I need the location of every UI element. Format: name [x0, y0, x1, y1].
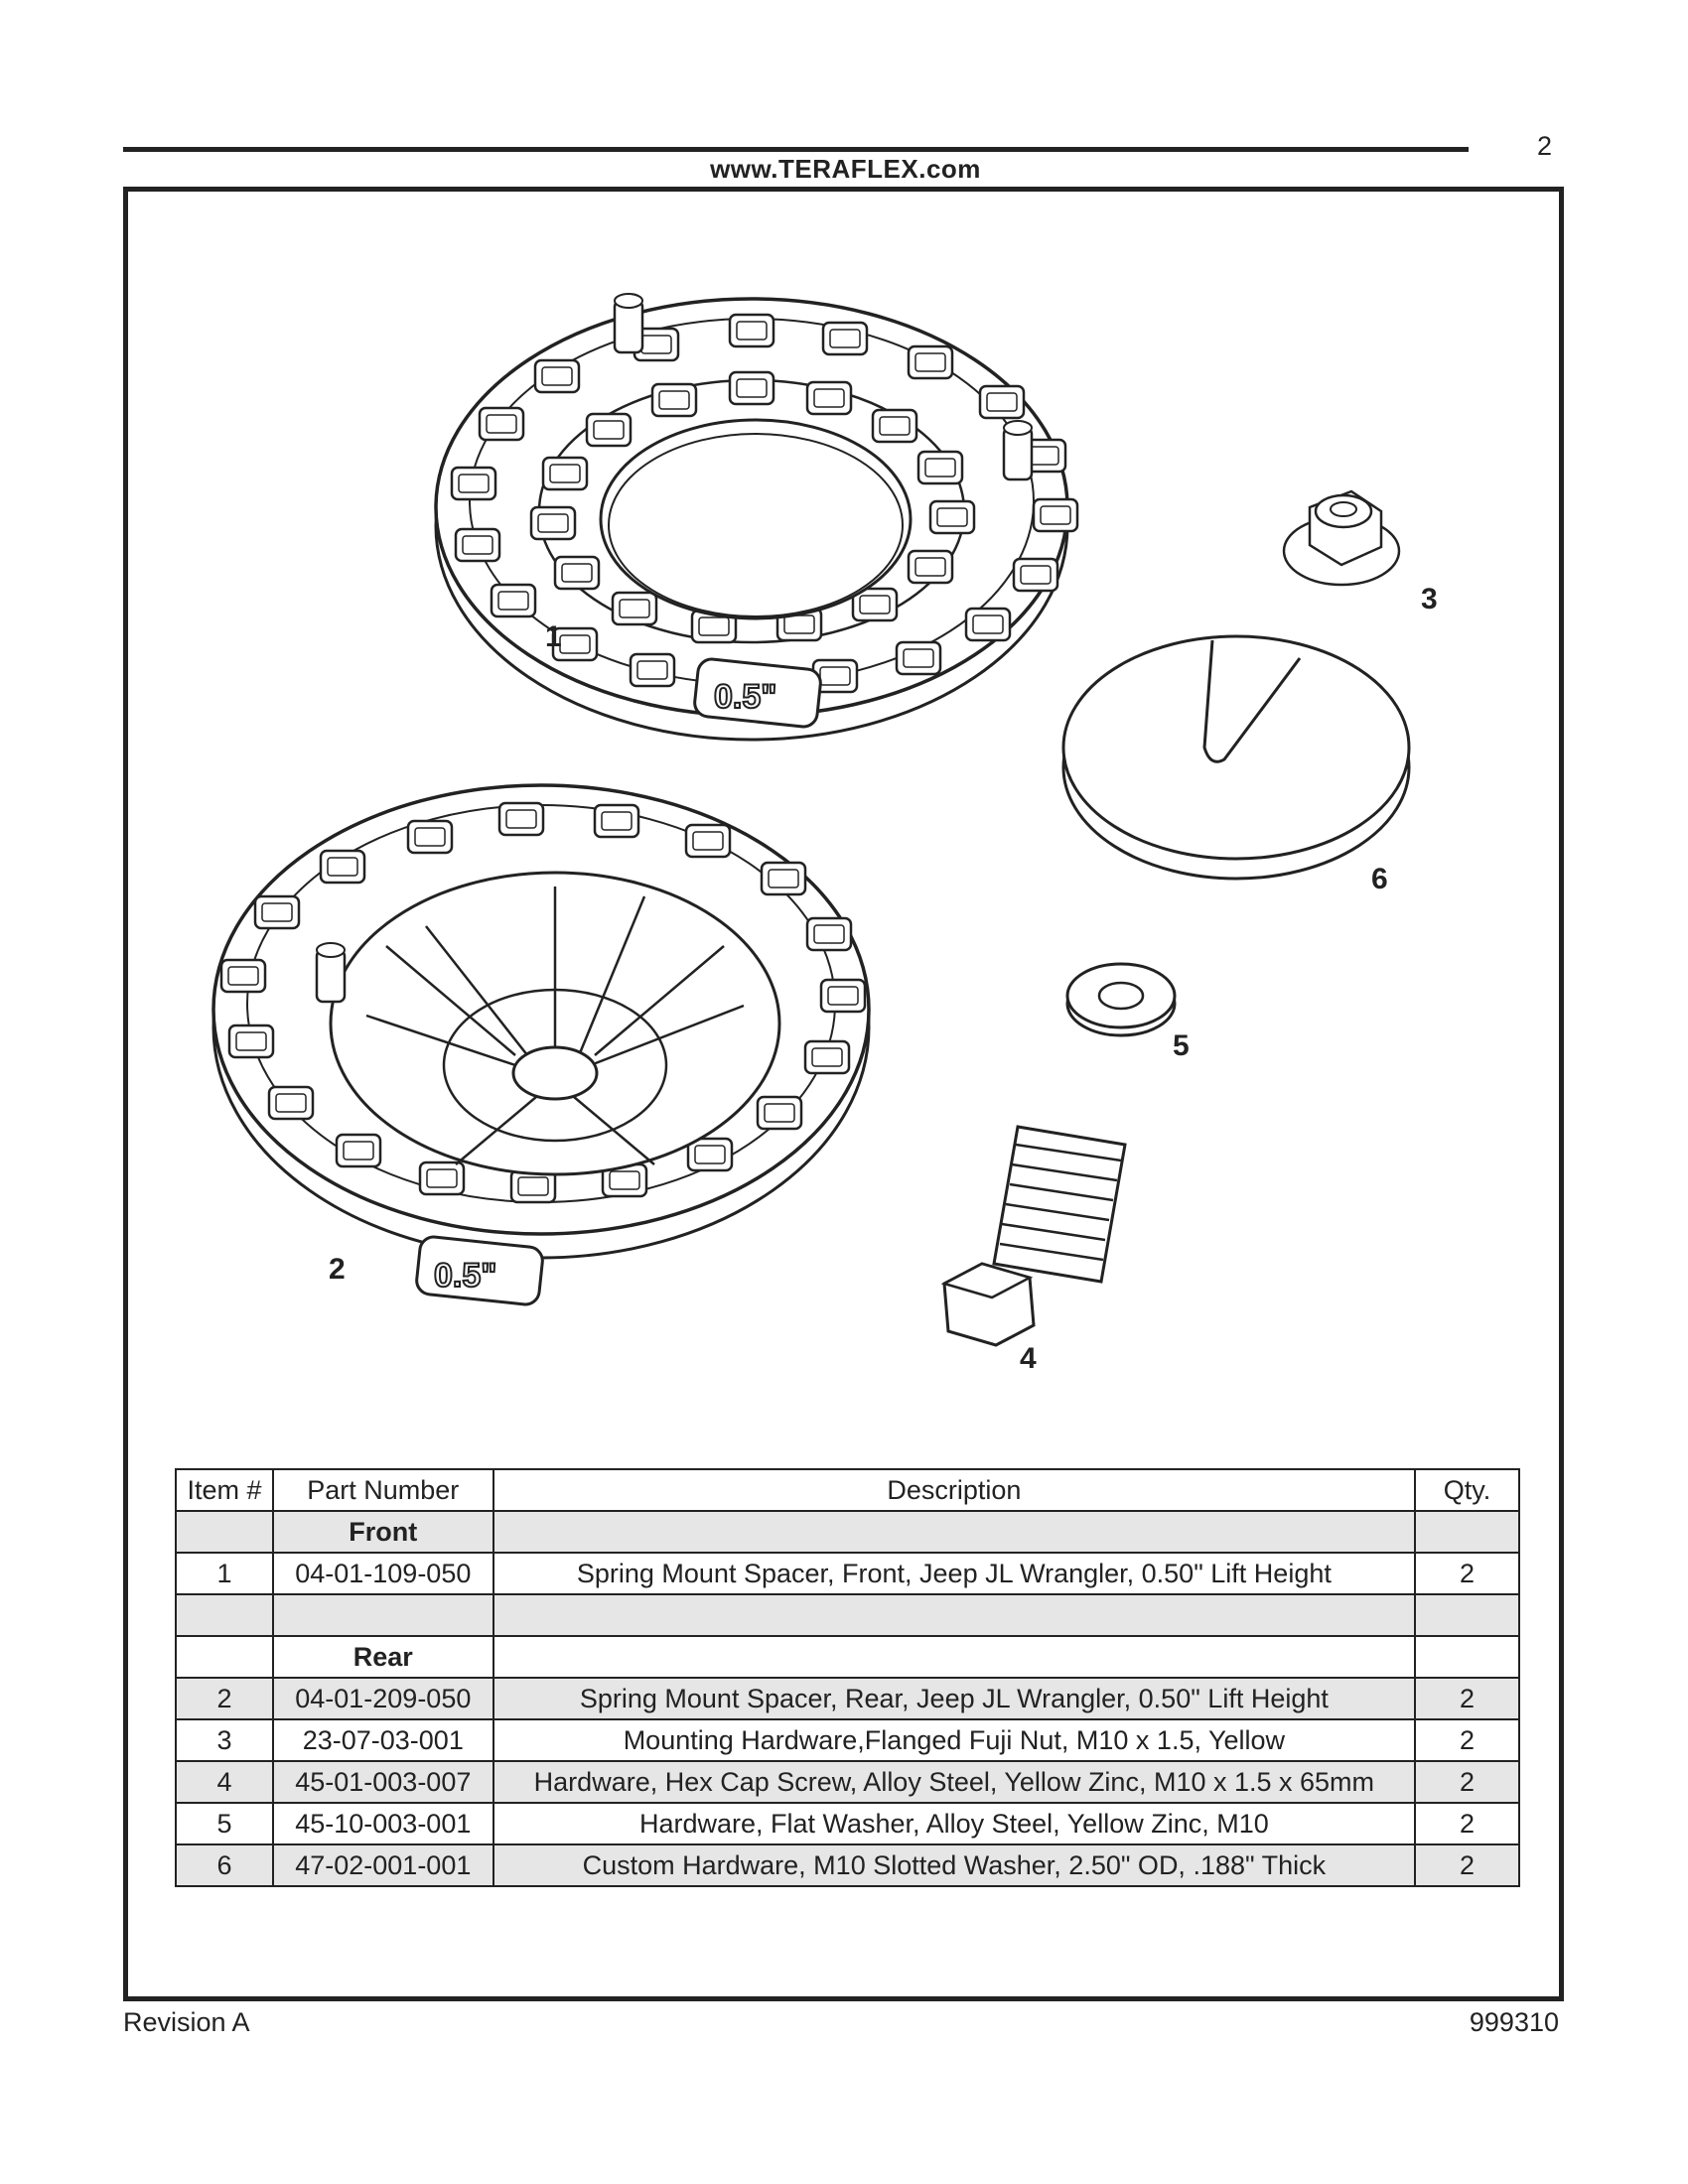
column-header-description: Description — [492, 1468, 1417, 1512]
front-spacer-pin-left — [613, 293, 644, 354]
flanged-nut-drawing — [1282, 489, 1401, 587]
table-row: 3 23-07-03-001 Mounting Hardware,Flanged… — [175, 1718, 1520, 1762]
document-number: 999310 — [1469, 2007, 1559, 2037]
description-cell — [492, 1593, 1417, 1637]
qty-cell — [1414, 1593, 1520, 1637]
description-cell: Hardware, Flat Washer, Alloy Steel, Yell… — [492, 1802, 1417, 1845]
part-number-cell: 04-01-109-050 — [271, 1552, 494, 1595]
part-number-cell — [271, 1593, 494, 1637]
table-row: 2 04-01-209-050 Spring Mount Spacer, Rea… — [175, 1677, 1520, 1720]
table-row: 6 47-02-001-001 Custom Hardware, M10 Slo… — [175, 1843, 1520, 1887]
description-cell: Hardware, Hex Cap Screw, Alloy Steel, Ye… — [492, 1760, 1417, 1804]
description-cell: Spring Mount Spacer, Rear, Jeep JL Wrang… — [492, 1677, 1417, 1720]
rear-spacer-drawing: 0.5" — [211, 783, 871, 1306]
callout-3: 3 — [1421, 583, 1438, 615]
qty-cell — [1414, 1510, 1520, 1554]
table-row-front-group: Front — [175, 1510, 1520, 1554]
table-row-rear-group: Rear — [175, 1635, 1520, 1679]
description-cell: Spring Mount Spacer, Front, Jeep JL Wran… — [492, 1552, 1417, 1595]
item-cell — [175, 1593, 274, 1637]
item-cell: 3 — [175, 1718, 274, 1762]
item-cell: 6 — [175, 1843, 274, 1887]
front-spacer-drawing: 0.5" — [434, 293, 1079, 742]
website-url[interactable]: www.TERAFLEX.com — [710, 154, 981, 184]
callout-6: 6 — [1371, 863, 1388, 895]
header-rule — [123, 147, 1469, 152]
exploded-parts-diagram: 0.5" — [211, 293, 1438, 1375]
description-cell: Mounting Hardware,Flanged Fuji Nut, M10 … — [492, 1718, 1417, 1762]
part-number-cell: 45-10-003-001 — [271, 1802, 494, 1845]
qty-cell: 2 — [1414, 1760, 1520, 1804]
item-cell: 1 — [175, 1552, 274, 1595]
item-cell — [175, 1635, 274, 1679]
column-header-item: Item # — [175, 1468, 274, 1512]
table-row: 5 45-10-003-001 Hardware, Flat Washer, A… — [175, 1802, 1520, 1845]
part-number-cell: 45-01-003-007 — [271, 1760, 494, 1804]
callout-1: 1 — [545, 620, 562, 653]
group-label-rear: Rear — [271, 1635, 494, 1679]
qty-cell: 2 — [1414, 1552, 1520, 1595]
front-spacer-pin-right — [1002, 420, 1034, 481]
column-header-qty: Qty. — [1414, 1468, 1520, 1512]
column-header-part-number: Part Number — [271, 1468, 494, 1512]
table-row-spacer — [175, 1593, 1520, 1637]
description-cell: Custom Hardware, M10 Slotted Washer, 2.5… — [492, 1843, 1417, 1887]
qty-cell: 2 — [1414, 1802, 1520, 1845]
rear-spacer-marking: 0.5" — [434, 1257, 496, 1295]
table-row: 1 04-01-109-050 Spring Mount Spacer, Fro… — [175, 1552, 1520, 1595]
table-row: 4 45-01-003-007 Hardware, Hex Cap Screw,… — [175, 1760, 1520, 1804]
item-cell: 5 — [175, 1802, 274, 1845]
rear-spacer-pin — [315, 942, 347, 1004]
part-number-cell: 04-01-209-050 — [271, 1677, 494, 1720]
callout-2: 2 — [329, 1253, 346, 1286]
part-number-cell: 47-02-001-001 — [271, 1843, 494, 1887]
front-spacer-marking: 0.5" — [714, 678, 776, 716]
content-frame: 0.5" — [123, 187, 1564, 2001]
qty-cell: 2 — [1414, 1677, 1520, 1720]
parts-list-table: Item # Part Number Description Qty. Fron… — [175, 1468, 1520, 1887]
part-number-cell: 23-07-03-001 — [271, 1718, 494, 1762]
description-cell — [492, 1510, 1417, 1554]
item-cell: 4 — [175, 1760, 274, 1804]
item-cell — [175, 1510, 274, 1554]
group-label-front: Front — [271, 1510, 494, 1554]
flat-washer-drawing — [1065, 962, 1177, 1037]
page-number: 2 — [1537, 131, 1553, 161]
description-cell — [492, 1635, 1417, 1679]
callout-5: 5 — [1173, 1029, 1190, 1062]
qty-cell — [1414, 1635, 1520, 1679]
slotted-washer-drawing — [1061, 634, 1411, 881]
table-header-row: Item # Part Number Description Qty. — [175, 1468, 1520, 1512]
item-cell: 2 — [175, 1677, 274, 1720]
qty-cell: 2 — [1414, 1718, 1520, 1762]
qty-cell: 2 — [1414, 1843, 1520, 1887]
revision-label: Revision A — [123, 2007, 250, 2037]
hex-cap-screw-drawing — [940, 1125, 1127, 1347]
callout-4: 4 — [1020, 1342, 1037, 1375]
